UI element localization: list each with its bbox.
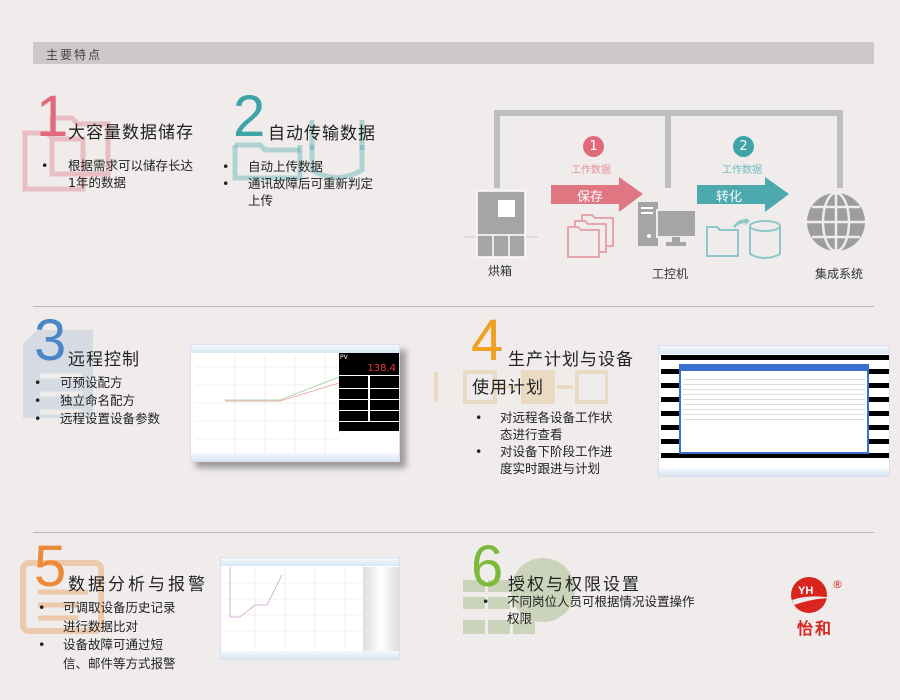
bullet-item: 自动上传数据: [222, 158, 373, 175]
feature-number: 5: [34, 534, 67, 599]
system-label: 集成系统: [815, 267, 864, 281]
network-line: [837, 110, 843, 188]
feature-bullets: 对远程各设备工作状态进行查看对设备下阶段工作进度实时跟进与计划: [475, 409, 620, 477]
feature-title: 自动传输数据: [268, 124, 376, 144]
data-analysis-screenshot: [220, 557, 400, 660]
pc-label: 工控机: [652, 267, 689, 281]
section-title: 主要特点: [46, 48, 103, 62]
feature-number: 3: [34, 308, 67, 373]
feature-bullets: 自动上传数据通讯故障后可重新判定上传: [222, 158, 373, 209]
convert-arrow-label: 转化: [716, 190, 743, 205]
step-badge: 1: [583, 136, 604, 157]
save-arrow-label: 保存: [577, 190, 604, 205]
feature-title: 生产计划与设备: [508, 350, 634, 370]
feature-number: 4: [471, 308, 504, 373]
feature-number: 6: [471, 534, 504, 599]
bullet-item: 设备故障可通过短信、邮件等方式报警: [38, 636, 179, 673]
bullet-item: 不同岗位人员可根据情况设置操作权限: [482, 593, 697, 627]
process-flow-icon: [434, 370, 608, 404]
globe-icon: [807, 192, 865, 252]
bullet-item: 可预设配方: [34, 374, 200, 392]
pv-value: 138.4: [367, 363, 396, 374]
folder-database-icon: [235, 120, 365, 153]
convert-arrow: [697, 177, 789, 212]
step-caption: 工作数据: [571, 165, 611, 176]
bullet-item: 对设备下阶段工作进度实时跟进与计划: [475, 443, 620, 477]
bullet-item: 独立命名配方: [34, 392, 200, 410]
production-plan-screenshot: [658, 345, 890, 477]
folders-icon: [567, 214, 614, 258]
bullet-item: 通讯故障后可重新判定上传: [222, 175, 373, 209]
section-header: 主要特点: [33, 42, 874, 64]
divider: [33, 532, 874, 533]
bullet-item: 对远程各设备工作状态进行查看: [475, 409, 620, 443]
logo-text: 怡和: [797, 619, 834, 638]
divider: [33, 306, 874, 307]
feature-title-continued: 使用计划: [472, 378, 544, 398]
trend-chart: [195, 355, 339, 453]
feature-bullets: 可预设配方独立命名配方远程设置设备参数: [34, 374, 200, 428]
bullet-item: 远程设置设备参数: [34, 410, 200, 428]
step-caption: 工作数据: [722, 165, 762, 176]
feature-bullets: 不同岗位人员可根据情况设置操作权限: [482, 593, 697, 627]
oven-icon: [463, 190, 538, 258]
svg-text:YH: YH: [798, 585, 813, 597]
company-logo: YH: [791, 577, 832, 613]
remote-control-screenshot: PV 138.4: [190, 344, 400, 462]
feature-title: 大容量数据储存: [68, 123, 194, 143]
feature-title: 远程控制: [68, 350, 140, 370]
feature-number: 2: [233, 84, 266, 149]
bullet-item: 根据需求可以储存长达1年的数据: [41, 157, 193, 191]
feature-number: 1: [36, 84, 69, 149]
step-badge: 2: [733, 136, 754, 157]
oven-label: 烘箱: [488, 264, 513, 278]
folder-to-database-icon: [706, 216, 781, 259]
bullet-item: 可调取设备历史记录进行数据比对: [38, 599, 179, 636]
folders-icon: [22, 115, 111, 192]
feature-bullets: 可调取设备历史记录进行数据比对设备故障可通过短信、邮件等方式报警: [38, 599, 179, 673]
feature-bullets: 根据需求可以储存长达1年的数据: [41, 157, 193, 191]
feature-title: 授权与权限设置: [508, 575, 641, 595]
network-line: [665, 110, 671, 188]
save-arrow: [551, 177, 643, 212]
registered-mark: ®: [832, 578, 843, 591]
network-line: [494, 110, 500, 188]
pv-label: PV: [340, 354, 348, 361]
computer-icon: [638, 202, 697, 246]
history-chart: [225, 567, 365, 649]
feature-title: 数据分析与报警: [68, 575, 208, 595]
